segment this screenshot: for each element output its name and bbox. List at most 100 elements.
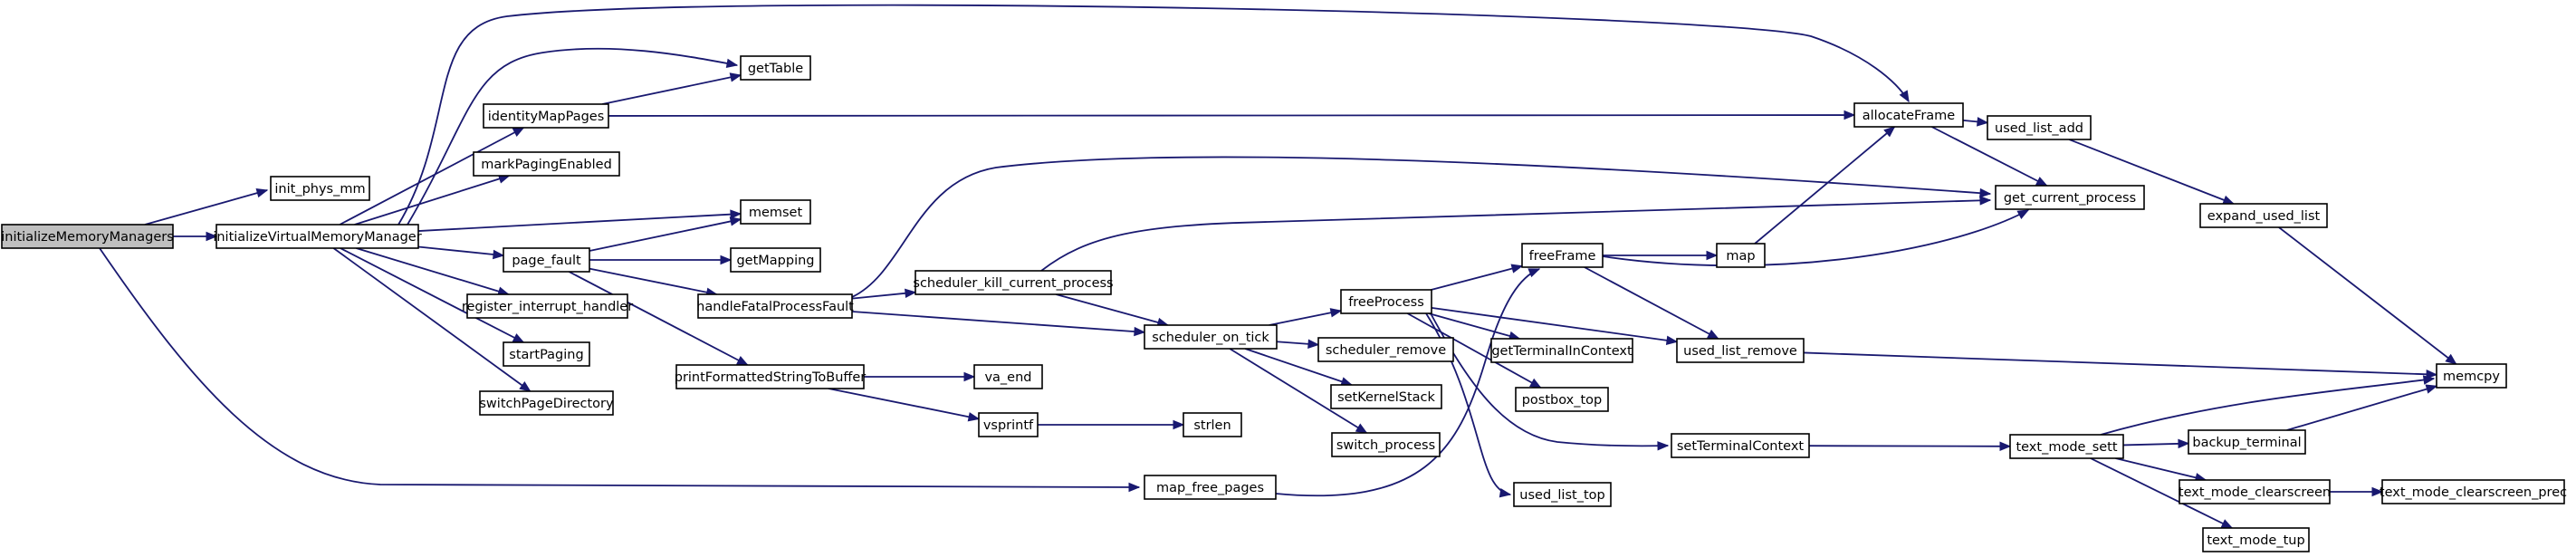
edge-line	[2286, 385, 2437, 431]
node-text_mode_clearscreen_prec[interactable]: text_mode_clearscreen_prec	[2380, 479, 2567, 504]
arrowhead	[1883, 126, 1896, 138]
node-page_fault[interactable]: page_fault	[503, 247, 590, 273]
node-box	[1716, 243, 1766, 268]
node-setKernelStack[interactable]: setKernelStack	[1330, 384, 1442, 409]
arrowhead	[720, 254, 733, 265]
edge-map_free_pages-to-freeFrame	[1275, 268, 1541, 497]
edge-line	[2090, 457, 2233, 529]
edge-scheduler_on_tick-to-freeProcess	[1269, 308, 1343, 326]
node-label: vsprintf	[983, 418, 1034, 433]
node-switch_process[interactable]: switch_process	[1331, 432, 1441, 457]
edge-line	[1430, 312, 1669, 447]
node-label: used_list_remove	[1683, 344, 1797, 359]
node-startPaging[interactable]: startPaging	[503, 341, 590, 367]
edge-initializeVirtualMemoryManager-to-register_interrupt_handler	[356, 247, 510, 296]
edge-printFormattedStringToBuffer-to-va_end	[864, 371, 976, 382]
arrowhead	[255, 188, 269, 198]
edge-line	[144, 189, 268, 226]
node-switchPageDirectory[interactable]: switchPageDirectory	[479, 390, 614, 416]
arrowhead	[1529, 378, 1542, 389]
node-getTable[interactable]: getTable	[740, 55, 811, 81]
edge-line	[1040, 199, 1991, 272]
node-label: freeFrame	[1529, 249, 1596, 264]
node-box	[503, 247, 590, 273]
node-box	[730, 247, 821, 273]
node-scheduler_kill_current_process[interactable]: scheduler_kill_current_process	[913, 270, 1114, 295]
node-box	[2009, 434, 2124, 459]
node-vsprintf[interactable]: vsprintf	[978, 412, 1039, 437]
node-getTerminalInContext[interactable]: getTerminalInContext	[1490, 338, 1633, 363]
edge-page_fault-to-memset	[589, 216, 742, 252]
node-backup_terminal[interactable]: backup_terminal	[2188, 429, 2306, 455]
edge-line	[568, 271, 749, 366]
node-box	[973, 364, 1043, 389]
node-box	[473, 151, 620, 177]
edge-line	[356, 247, 509, 295]
node-freeFrame[interactable]: freeFrame	[1521, 243, 1604, 268]
node-box	[2202, 527, 2310, 552]
node-box	[1676, 338, 1805, 363]
node-box	[1331, 432, 1441, 457]
edge-allocateFrame-to-used_list_add	[1962, 117, 1989, 127]
edge-line	[851, 291, 916, 300]
node-scheduler_remove[interactable]: scheduler_remove	[1317, 337, 1454, 362]
node-identityMapPages[interactable]: identityMapPages	[483, 103, 609, 129]
node-init_phys_mm[interactable]: init_phys_mm	[270, 176, 370, 201]
node-printFormattedStringToBuffer[interactable]: printFormattedStringToBuffer	[675, 364, 867, 389]
node-getMapping[interactable]: getMapping	[730, 247, 821, 273]
edge-scheduler_on_tick-to-switch_process	[1229, 348, 1368, 434]
node-va_end[interactable]: va_end	[973, 364, 1043, 389]
node-box	[1853, 102, 1964, 128]
node-markPagingEnabled[interactable]: markPagingEnabled	[473, 151, 620, 177]
arrowhead	[1979, 187, 1992, 198]
edge-freeProcess-to-freeFrame	[1431, 264, 1524, 291]
node-expand_used_list[interactable]: expand_used_list	[2199, 203, 2328, 228]
node-box	[215, 224, 419, 249]
node-freeProcess[interactable]: freeProcess	[1340, 289, 1432, 314]
node-allocateFrame[interactable]: allocateFrame	[1853, 102, 1964, 128]
node-label: switchPageDirectory	[479, 397, 614, 411]
node-initializeMemoryManagers[interactable]: initializeMemoryManagers	[1, 224, 174, 249]
node-map[interactable]: map	[1716, 243, 1766, 268]
node-postbox_top[interactable]: postbox_top	[1515, 387, 1609, 412]
node-setTerminalContext[interactable]: setTerminalContext	[1671, 433, 1810, 458]
node-text_mode_tup[interactable]: text_mode_tup	[2202, 527, 2310, 552]
node-box	[2199, 203, 2328, 228]
node-label: setTerminalContext	[1677, 439, 1805, 454]
arrowhead	[1527, 268, 1541, 278]
edge-line	[608, 114, 1855, 117]
node-text_mode_sett[interactable]: text_mode_sett	[2009, 434, 2124, 459]
node-memset[interactable]: memset	[740, 199, 811, 225]
node-handleFatalProcessFault[interactable]: handleFatalProcessFault	[696, 293, 854, 319]
node-label: text_mode_clearscreen	[2179, 485, 2331, 500]
node-memcpy[interactable]: memcpy	[2436, 363, 2507, 389]
edge-handleFatalProcessFault-to-scheduler_kill_current_process	[851, 288, 917, 300]
node-label: allocateFrame	[1863, 109, 1956, 123]
node-label: initializeVirtualMemoryManager	[213, 230, 421, 245]
node-text_mode_clearscreen[interactable]: text_mode_clearscreen	[2179, 479, 2331, 504]
node-box	[675, 364, 865, 389]
arrowhead	[967, 412, 981, 422]
node-used_list_add[interactable]: used_list_add	[1987, 115, 2092, 140]
node-strlen[interactable]: strlen	[1183, 412, 1242, 437]
edge-scheduler_kill_current_process-to-get_current_process	[1040, 196, 1992, 272]
arrowhead	[2016, 209, 2030, 219]
arrowhead	[1128, 482, 1141, 493]
node-label: scheduler_remove	[1326, 343, 1446, 358]
arrowhead	[1999, 441, 2012, 452]
node-map_free_pages[interactable]: map_free_pages	[1144, 475, 1277, 500]
node-box	[978, 412, 1039, 437]
edge-line	[851, 311, 1145, 333]
arrowhead	[2422, 375, 2436, 385]
node-used_list_remove[interactable]: used_list_remove	[1676, 338, 1805, 363]
node-get_current_process[interactable]: get_current_process	[1995, 185, 2145, 210]
node-initializeVirtualMemoryManager[interactable]: initializeVirtualMemoryManager	[213, 224, 422, 249]
arrowhead	[2426, 370, 2438, 379]
node-scheduler_on_tick[interactable]: scheduler_on_tick	[1144, 324, 1278, 350]
edge-line	[1055, 293, 1169, 326]
node-box	[1515, 387, 1609, 412]
node-used_list_top[interactable]: used_list_top	[1513, 482, 1612, 507]
edge-line	[340, 247, 524, 343]
node-label: text_mode_tup	[2207, 533, 2304, 548]
node-register_interrupt_handler[interactable]: register_interrupt_handler	[462, 293, 633, 319]
